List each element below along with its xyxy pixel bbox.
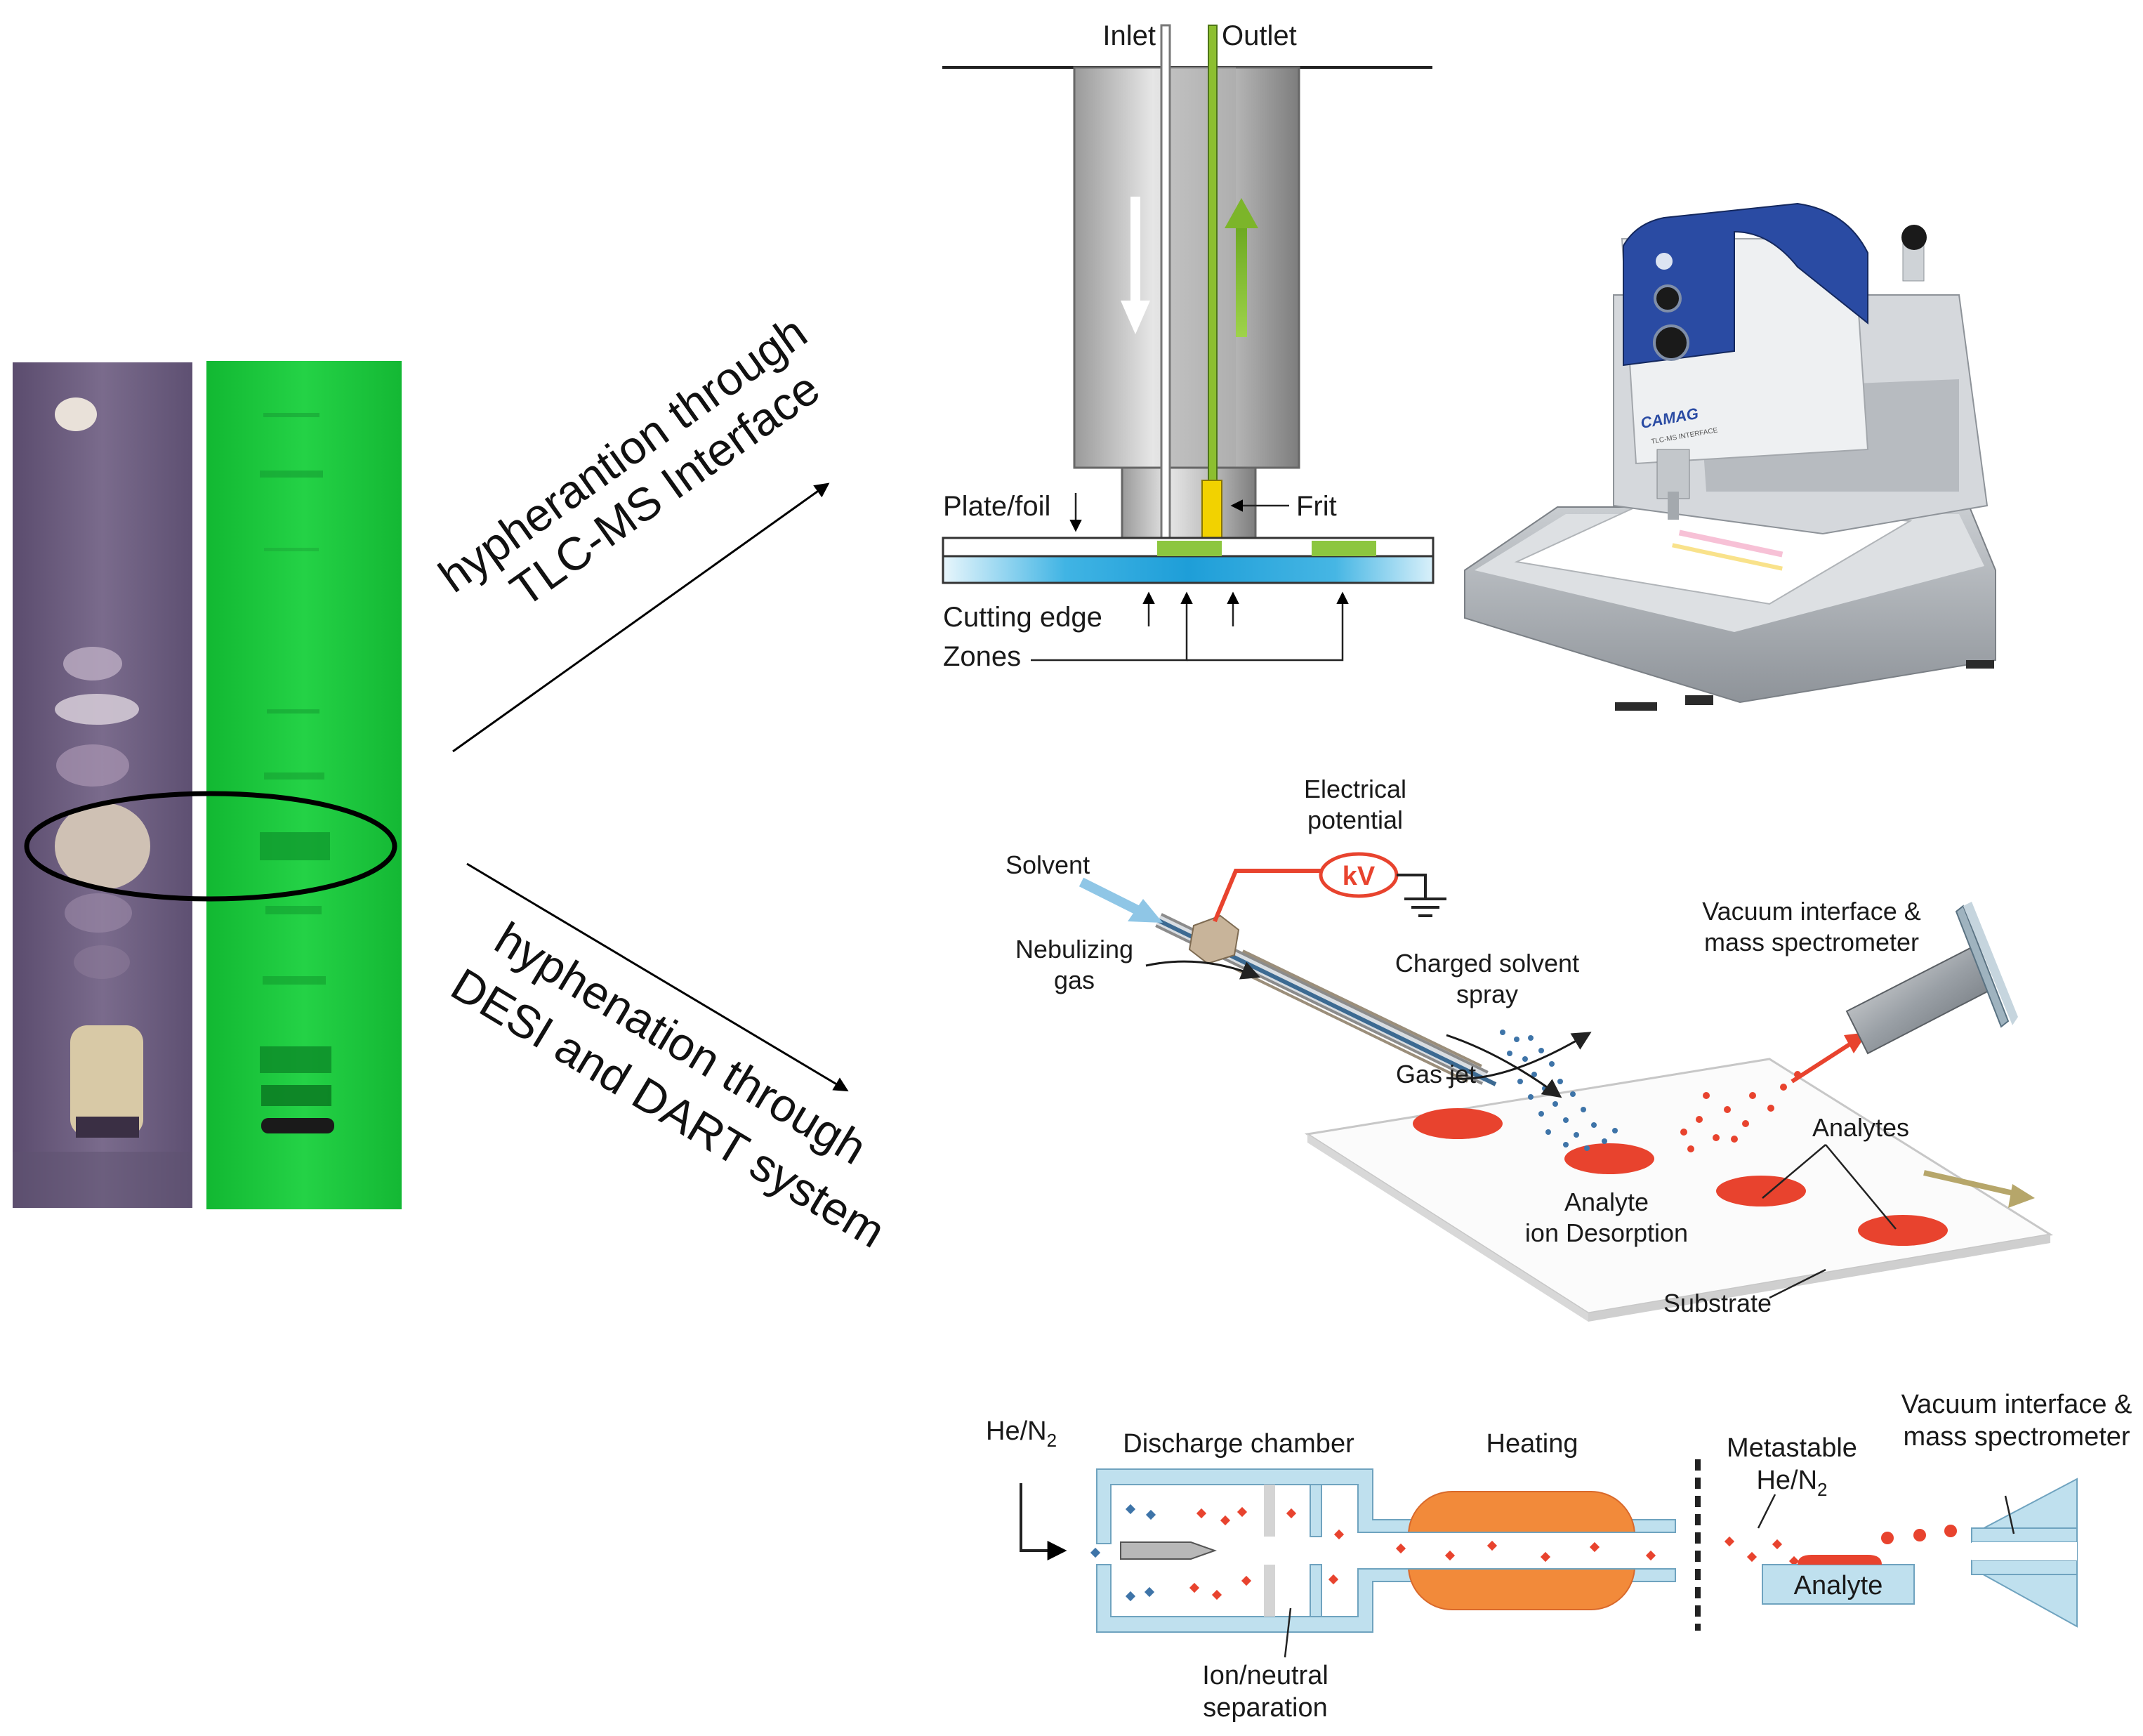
- label-charged-1: Charged solvent: [1395, 949, 1579, 978]
- gas-inlet-arrow: [1020, 1483, 1067, 1560]
- zone-extracted: [1157, 541, 1222, 556]
- kv-label: kV: [1343, 862, 1376, 891]
- tlc-plate-visible-light: [13, 362, 192, 1208]
- label-analyte: Analyte: [1794, 1571, 1883, 1600]
- desi-schematic: kV: [1005, 775, 2054, 1322]
- label-nebulizing-2: gas: [1054, 966, 1095, 994]
- he-n2-subscript: 2: [1047, 1430, 1057, 1451]
- label-electrical-2: potential: [1307, 805, 1403, 834]
- label-nebulizing-1: Nebulizing: [1015, 935, 1133, 964]
- zone-next: [1312, 541, 1376, 556]
- hyphenation-arrows: hypherantion through TLC-MS Interface hy…: [429, 305, 894, 1258]
- tlc-plates: [13, 361, 402, 1209]
- analyte-spot-3: [1716, 1176, 1806, 1206]
- inlet-tube: [1160, 24, 1171, 546]
- label-vacuum-2: mass spectrometer: [1704, 928, 1919, 956]
- label-heating: Heating: [1486, 1429, 1578, 1459]
- label-outlet: Outlet: [1222, 20, 1297, 51]
- label-frit: Frit: [1296, 491, 1337, 522]
- tlcms-interface-schematic: Inlet Outlet Plate/foil Frit Cutting edg…: [942, 20, 1435, 672]
- frit: [1201, 480, 1222, 543]
- label-separation-2: separation: [1203, 1693, 1327, 1723]
- tlc-plate-uv-254: [206, 361, 402, 1209]
- label-metastable-2: He/N2: [1756, 1466, 1827, 1500]
- desi-ms-inlet: [1845, 902, 2018, 1055]
- outflow-arrow: [1225, 198, 1258, 337]
- camag-tlcms-device: CAMAG TLC-MS INTERFACE: [1464, 202, 1996, 711]
- label-cutting-edge: Cutting edge: [943, 602, 1102, 633]
- label-he-n2: He/N2: [986, 1416, 1057, 1451]
- label-dart-vacuum-2: mass spectrometer: [1903, 1422, 2130, 1452]
- label-plate-foil: Plate/foil: [943, 491, 1050, 522]
- analyte-ions: [1881, 1525, 1957, 1544]
- label-vacuum-1: Vacuum interface &: [1702, 897, 1920, 926]
- label-metastable-1: Metastable: [1727, 1433, 1857, 1463]
- analyte-sample-plate: [1762, 1564, 1915, 1605]
- label-charged-2: spray: [1456, 980, 1518, 1008]
- hv-wire: [1213, 869, 1321, 923]
- adjust-knob: [1901, 225, 1927, 250]
- label-analytes: Analytes: [1812, 1113, 1909, 1142]
- label-separation-1: Ion/neutral: [1202, 1661, 1328, 1690]
- ion-transfer-arrow: [1791, 1039, 1857, 1084]
- selected-zone-ellipse: [24, 791, 397, 902]
- label-desorption-2: ion Desorption: [1525, 1218, 1688, 1247]
- label-gas-jet: Gas jet: [1396, 1060, 1476, 1089]
- substrate: [1304, 1058, 2054, 1315]
- label-solvent: Solvent: [1005, 850, 1090, 879]
- dart-schematic: Analyte He/N2 Discharge chamber Heating …: [986, 1390, 2132, 1723]
- label-substrate: Substrate: [1663, 1289, 1772, 1317]
- plate-layer: [942, 555, 1435, 584]
- camag-blue-head: [1623, 202, 1868, 367]
- label-discharge: Discharge chamber: [1123, 1429, 1354, 1459]
- analyte-spot-1: [1413, 1108, 1503, 1139]
- outlet-tube: [1208, 25, 1218, 482]
- label-dart-vacuum-1: Vacuum interface &: [1901, 1390, 2132, 1419]
- sprayer-fitting: [1188, 914, 1240, 965]
- spray-plume: [1500, 1030, 1618, 1151]
- label-electrical-1: Electrical: [1304, 775, 1406, 803]
- label-inlet: Inlet: [1102, 20, 1156, 51]
- discharge-needle: [1120, 1541, 1218, 1560]
- label-desorption-1: Analyte: [1564, 1188, 1649, 1216]
- control-knob-small: [1656, 253, 1673, 270]
- analyte-spot-2: [1564, 1143, 1654, 1174]
- desorbed-ions: [1680, 1071, 1801, 1152]
- control-knob-mid: [1654, 284, 1682, 313]
- dart-ms-inlet: [1971, 1478, 2078, 1628]
- analyte-spot-4: [1858, 1215, 1948, 1246]
- arrow-to-tlcms: [452, 482, 830, 753]
- control-knob-large: [1653, 324, 1689, 361]
- label-zones: Zones: [943, 641, 1021, 672]
- substrate-motion-arrow: [1923, 1170, 2023, 1198]
- inflow-arrow: [1121, 197, 1150, 334]
- metastable-subscript: 2: [1817, 1479, 1827, 1500]
- arrow-to-desi-dart: [466, 862, 849, 1092]
